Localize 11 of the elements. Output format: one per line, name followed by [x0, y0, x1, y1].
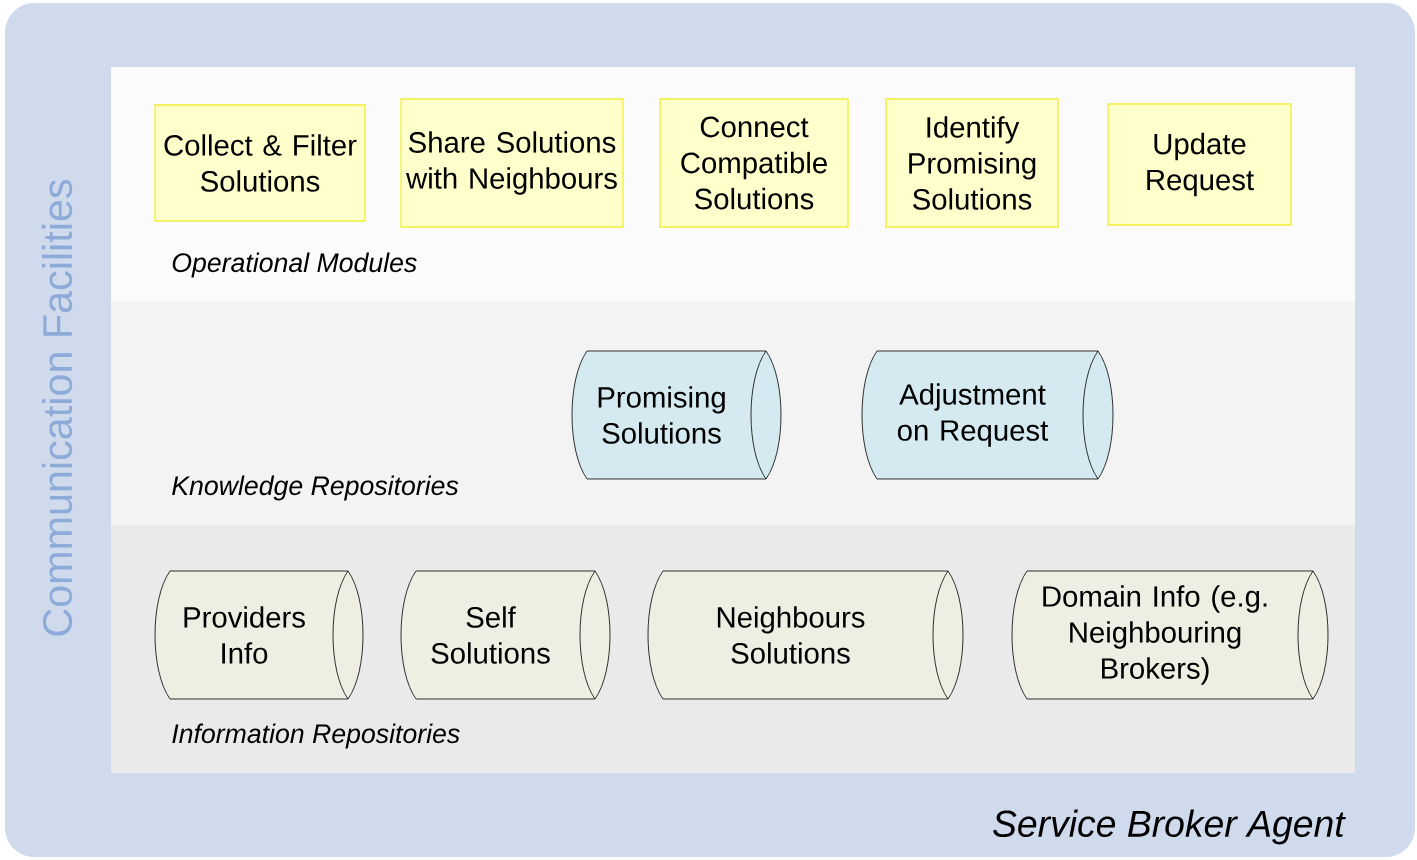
repository-cylinder: Self Solutions [400, 570, 611, 700]
module-box: Collect & Filter Solutions [154, 104, 366, 222]
repository-cylinder: Neighbours Solutions [647, 570, 964, 700]
repository-cylinder: Domain Info (e.g. Neighbouring Brokers) [1011, 570, 1329, 700]
repository-cylinder: Providers Info [154, 570, 364, 700]
module-box: Share Solutions with Neighbours [400, 98, 624, 228]
module-box: Identify Promising Solutions [885, 98, 1059, 228]
module-box: Connect Compatible Solutions [659, 98, 849, 228]
repository-cylinder: Adjustment on Request [861, 350, 1114, 480]
module-box: Update Request [1107, 103, 1292, 226]
repository-cylinder: Promising Solutions [571, 350, 782, 480]
